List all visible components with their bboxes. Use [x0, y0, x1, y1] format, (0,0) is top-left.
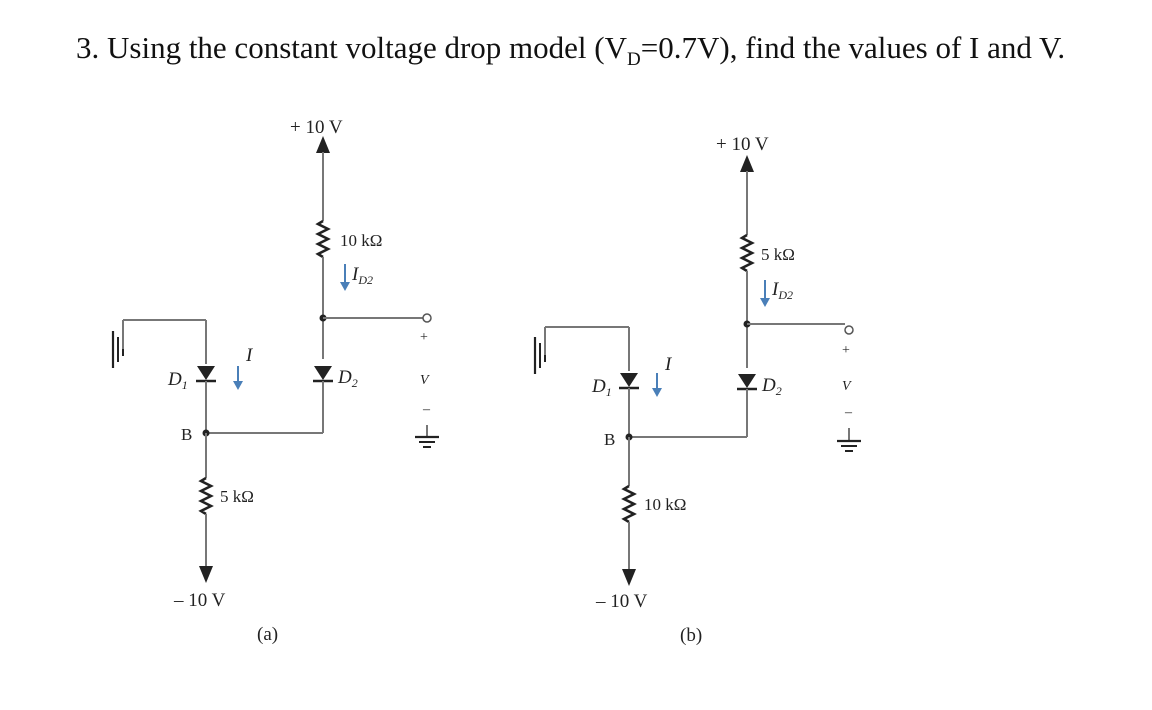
circuit-b-supply-arrow-icon: [740, 155, 754, 172]
svg-text:D2: D2: [761, 375, 782, 398]
circuit-a-caption: (a): [257, 624, 278, 645]
circuit-b-node-b-label: B: [604, 430, 615, 449]
circuit-a-d1-diode-icon: [197, 366, 215, 380]
circuit-a-vplus-label: + 10 V: [290, 117, 343, 138]
circuit-a-node-b-label: B: [181, 425, 192, 444]
circuit-a-resistor-top-icon: [315, 219, 331, 259]
circuit-a-negative-supply-arrow-icon: [199, 566, 213, 583]
circuit-a: + 10 V 10 kΩ ID2 + V – D2: [111, 117, 439, 645]
circuit-a-d1-label: D: [167, 369, 182, 390]
circuit-b-left-ground-icon: [533, 337, 546, 374]
circuit-b-d2-diode-icon: [738, 374, 756, 388]
circuit-a-output-plus: +: [420, 330, 428, 345]
circuit-b-caption: (b): [680, 625, 702, 646]
circuit-a-r-bottom-label: 5 kΩ: [220, 487, 254, 506]
circuit-b-output-terminal: [844, 325, 854, 335]
question-title: 3. Using the constant voltage drop model…: [76, 30, 1065, 71]
circuit-b-d2-label: D: [761, 375, 776, 396]
circuit-b-d1-label: D: [591, 376, 606, 397]
circuit-a-output-minus: –: [422, 402, 431, 417]
circuit-b-vminus-label: – 10 V: [595, 591, 648, 612]
circuit-a-output-ground-icon: [415, 425, 439, 448]
circuit-b: + 10 V 5 kΩ ID2 + V – D2: [533, 134, 861, 646]
circuit-a-id2-label: I: [351, 264, 360, 285]
circuit-b-output-v: V: [842, 379, 852, 394]
circuit-b-id2-subscript: D2: [777, 288, 793, 302]
circuit-a-vminus-label: – 10 V: [173, 590, 226, 611]
circuit-b-negative-supply-arrow-icon: [622, 569, 636, 586]
circuit-b-i-label: I: [664, 354, 673, 375]
circuit-a-d2-subscript: 2: [352, 376, 358, 390]
svg-text:D1: D1: [591, 376, 612, 399]
circuit-b-d1-diode-icon: [620, 373, 638, 387]
svg-text:ID2: ID2: [351, 264, 373, 287]
circuit-a-d2-label: D: [337, 367, 352, 388]
circuit-a-left-ground-icon: [111, 331, 124, 368]
circuit-b-r-bottom-label: 10 kΩ: [644, 495, 686, 514]
circuit-b-i-arrowhead-icon: [652, 388, 662, 397]
circuit-a-output-v: V: [420, 373, 430, 388]
svg-text:D1: D1: [167, 369, 188, 392]
circuit-b-id2-label: I: [771, 279, 780, 300]
circuit-a-d2-diode-icon: [314, 366, 332, 380]
circuit-b-id2-arrowhead-icon: [760, 298, 770, 307]
circuit-a-supply-arrow-icon: [316, 136, 330, 153]
circuit-a-i-label: I: [245, 345, 254, 366]
question-text-subscript: D: [627, 49, 641, 71]
question-text-suffix: =0.7V), find the values of I and V.: [640, 30, 1066, 65]
circuit-a-i-arrowhead-icon: [233, 381, 243, 390]
circuit-b-r-top-label: 5 kΩ: [761, 245, 795, 264]
circuit-a-id2-subscript: D2: [357, 273, 373, 287]
circuit-b-vplus-label: + 10 V: [716, 134, 769, 155]
svg-text:ID2: ID2: [771, 279, 793, 302]
circuit-a-r-top-label: 10 kΩ: [340, 231, 382, 250]
circuit-b-d2-subscript: 2: [776, 384, 782, 398]
circuit-b-resistor-top-icon: [739, 233, 755, 273]
circuit-b-output-minus: –: [844, 405, 853, 420]
circuit-a-d1-subscript: 1: [182, 378, 188, 392]
circuit-a-output-terminal: [422, 313, 432, 323]
circuit-b-d1-subscript: 1: [606, 385, 612, 399]
circuit-b-output-ground-icon: [837, 428, 861, 452]
circuit-b-output-plus: +: [842, 343, 850, 358]
circuit-a-resistor-bottom-icon: [198, 476, 214, 516]
svg-text:D2: D2: [337, 367, 358, 390]
circuit-a-id2-arrowhead-icon: [340, 282, 350, 291]
circuit-b-resistor-bottom-icon: [621, 484, 637, 524]
question-text-prefix: 3. Using the constant voltage drop model…: [76, 30, 628, 65]
